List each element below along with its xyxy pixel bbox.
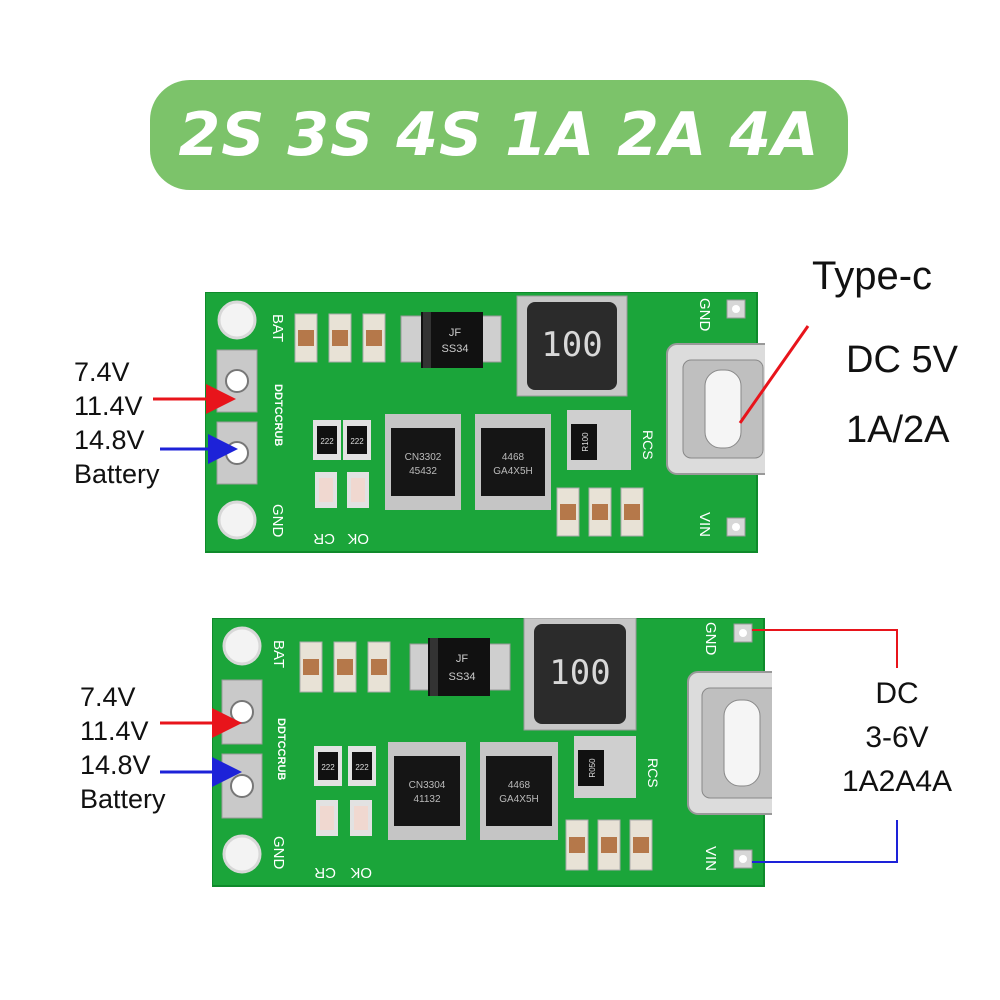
top-ic-mosfet: 4468 GA4X5H (475, 414, 551, 510)
bottom-res-a-label: 222 (321, 763, 335, 772)
bottom-mount-hole-gnd (222, 834, 262, 874)
top-voltage-3: 14.8V (74, 425, 145, 455)
title-banner: 2S 3S 4S 1A 2A 4A (150, 80, 848, 190)
top-diode (421, 312, 483, 368)
top-type-c-label: Type-c (812, 254, 933, 298)
bottom-vin-leader (752, 820, 898, 863)
top-silk-brand: DDTCCRUB (272, 384, 284, 446)
bottom-current-label: 1A2A4A (841, 765, 953, 798)
top-res-a-label: 222 (320, 437, 334, 446)
top-voltage-2: 11.4V (74, 391, 143, 421)
bottom-silk-brand: DDTCCRUB (275, 718, 287, 780)
top-led-cr (319, 478, 333, 502)
top-mount-hole-bat (217, 300, 257, 340)
top-ic1-label-1: CN3302 (405, 452, 442, 463)
banner-text: 2S 3S 4S 1A 2A 4A (178, 100, 820, 170)
top-voltage-1: 7.4V (74, 357, 130, 387)
top-res-b-label: 222 (350, 437, 364, 446)
bottom-silk-gnd-right: GND (702, 622, 719, 656)
bottom-mount-hole-bat (222, 626, 262, 666)
top-silk-vin: VIN (696, 512, 713, 537)
top-current-label: 1A/2A (846, 409, 950, 451)
bottom-ic2-label-1: 4468 (508, 780, 531, 791)
bottom-ic-charger: CN3304 41132 (388, 742, 466, 840)
bottom-ic1-label-2: 41132 (413, 794, 441, 805)
top-silk-gnd-left: GND (269, 504, 286, 538)
top-dc-label: DC 5V (846, 339, 958, 381)
bottom-inductor-label: 100 (549, 653, 610, 693)
bottom-ic1-label-1: CN3304 (409, 780, 446, 791)
bottom-silk-gnd-left: GND (270, 836, 287, 870)
bottom-silk-vin: VIN (702, 846, 719, 871)
top-mount-hole-gnd (217, 500, 257, 540)
top-ic1-label-2: 45432 (409, 466, 437, 477)
bottom-gnd-leader (752, 629, 898, 668)
top-pcb-board: BAT GND DDTCCRUB JF SS34 100 222 222 CR … (205, 292, 765, 553)
bottom-silk-ok: OK (350, 864, 372, 881)
bottom-capacitor-group (299, 641, 391, 693)
bottom-right-label: DC 3-6V 1A2A4A (832, 672, 962, 804)
bottom-diode (428, 638, 490, 696)
bottom-inductor (534, 624, 626, 724)
top-silk-rcs: RCS (640, 430, 656, 460)
top-type-c-pointer (738, 325, 810, 424)
top-inductor-label: 100 (541, 325, 602, 365)
bottom-silk-rcs: RCS (645, 758, 661, 788)
top-ic-charger: CN3302 45432 (385, 414, 461, 510)
top-silk-cr: CR (313, 530, 335, 547)
bottom-res-b-label: 222 (355, 763, 369, 772)
bottom-diode-label-2: SS34 (449, 671, 476, 683)
bottom-output-capacitors (565, 819, 653, 871)
bottom-rsense-label: R050 (588, 758, 597, 778)
top-silk-ok: OK (347, 530, 369, 547)
top-diode-label-1: JF (449, 327, 462, 339)
top-inductor (527, 302, 617, 390)
bottom-sense-resistor (578, 750, 604, 786)
top-silk-bat: BAT (269, 314, 286, 342)
bottom-ic2-label-2: GA4X5H (499, 794, 538, 805)
bottom-diode-label-1: JF (456, 653, 469, 665)
top-rsense-label: R100 (581, 432, 590, 452)
top-usb-c-connector (666, 343, 765, 475)
top-capacitor-group (294, 313, 386, 363)
top-led-ok (351, 478, 365, 502)
bottom-usb-c-connector (687, 671, 772, 815)
bottom-led-cr (320, 806, 334, 830)
bottom-silk-cr: CR (314, 864, 336, 881)
bottom-voltage-1: 7.4V (80, 682, 136, 712)
top-silk-gnd-right: GND (696, 298, 713, 332)
bottom-pcb-board: BAT GND DDTCCRUB JF SS34 100 222 222 CR … (212, 618, 772, 887)
bottom-voltage-3: 14.8V (80, 750, 151, 780)
bottom-voltage-2: 11.4V (80, 716, 149, 746)
top-left-label: 7.4V 11.4V 14.8V Battery (74, 355, 160, 491)
bottom-ic-mosfet: 4468 GA4X5H (480, 742, 558, 840)
top-ic2-label-2: GA4X5H (493, 466, 532, 477)
top-diode-label-2: SS34 (442, 343, 469, 355)
top-output-capacitors (556, 487, 644, 537)
bottom-dc-label: DC (875, 677, 919, 710)
bottom-led-ok (354, 806, 368, 830)
bottom-voltage-range: 3-6V (865, 721, 929, 754)
bottom-silk-bat: BAT (270, 640, 287, 668)
top-battery: Battery (74, 459, 160, 489)
bottom-left-label: 7.4V 11.4V 14.8V Battery (80, 680, 166, 816)
top-sense-resistor (571, 424, 597, 460)
bottom-battery: Battery (80, 784, 166, 814)
top-ic2-label-1: 4468 (502, 452, 525, 463)
